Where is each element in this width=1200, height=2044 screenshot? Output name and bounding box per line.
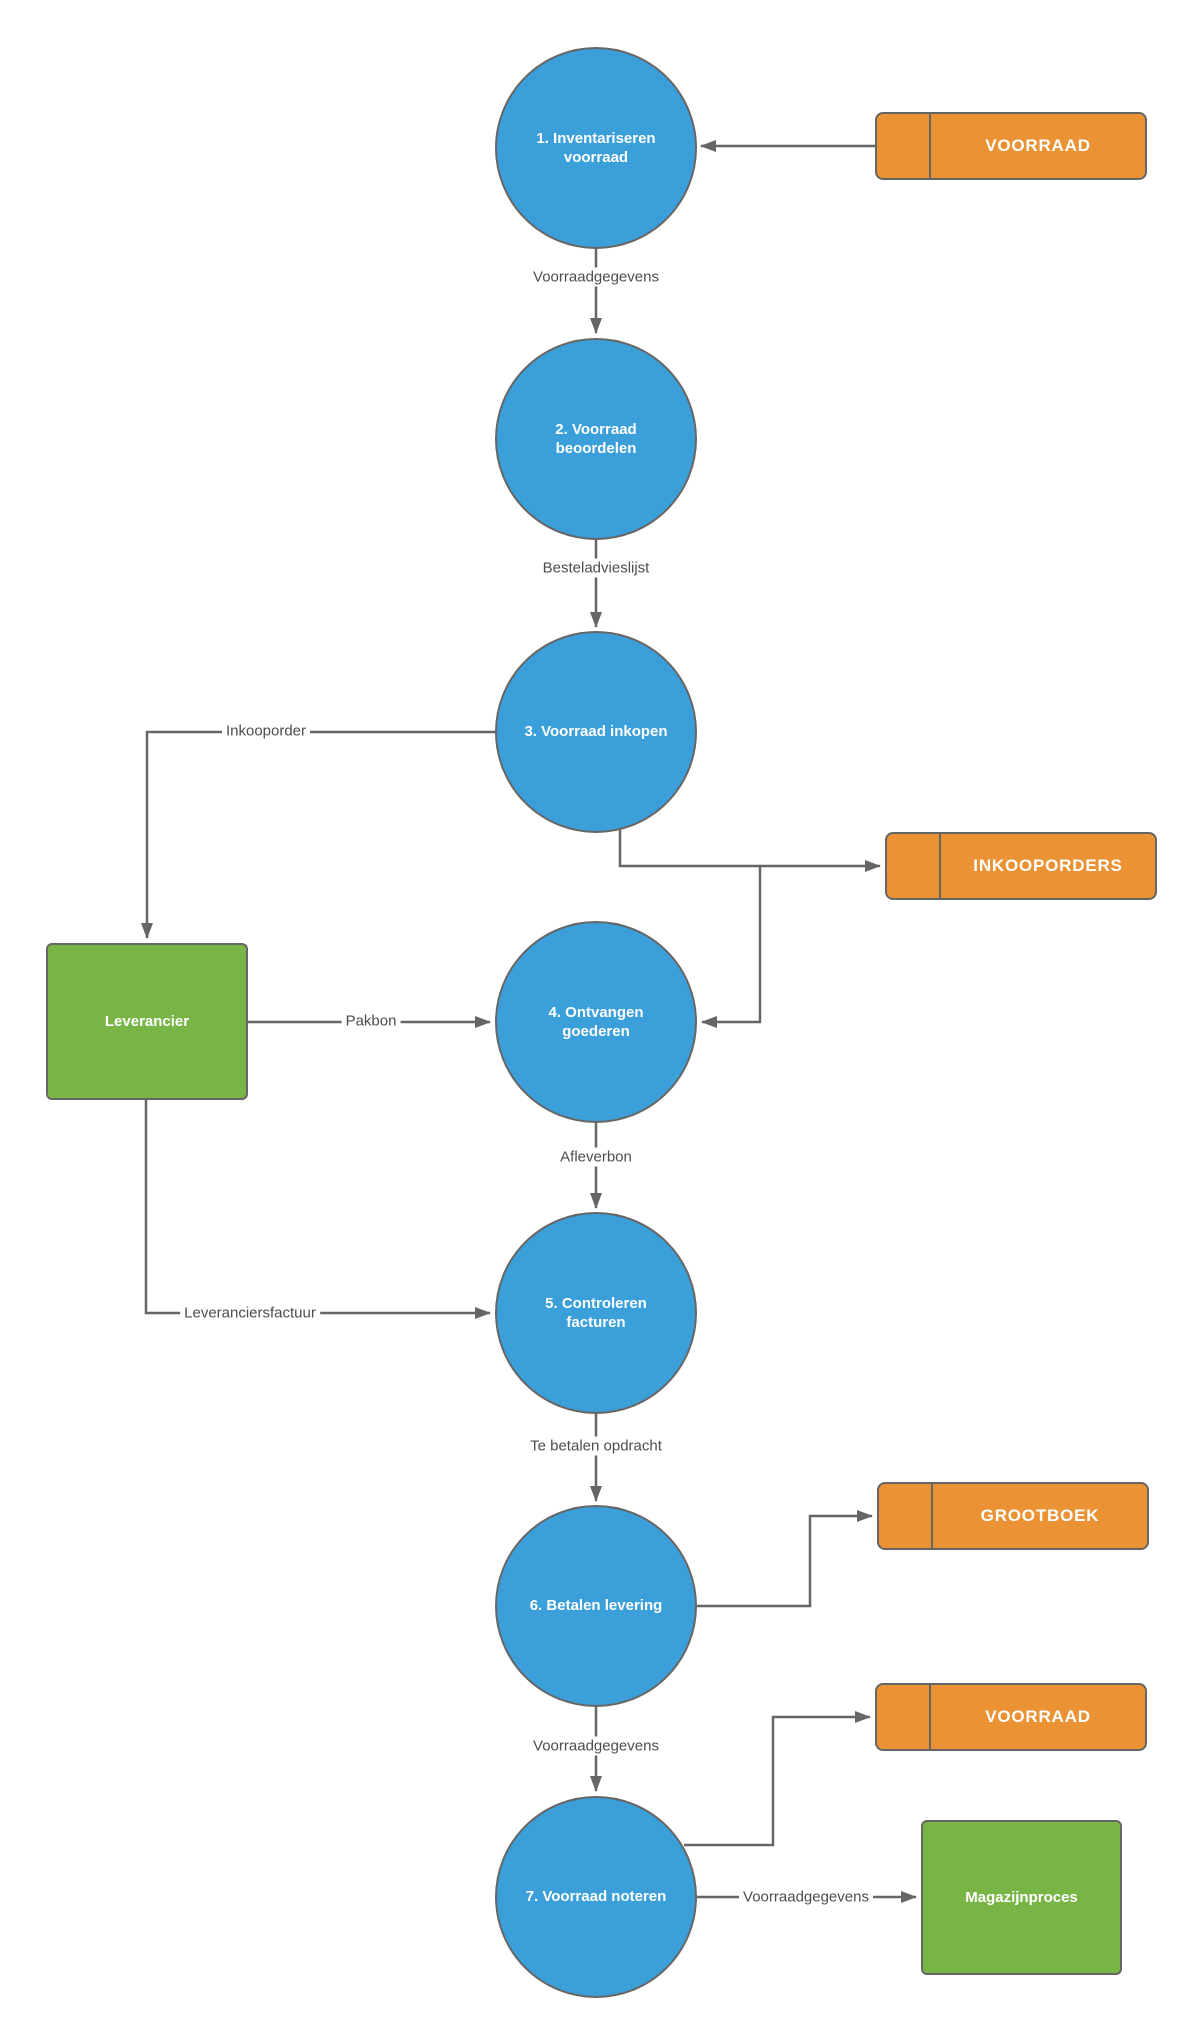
flow-label-pakbon[interactable]: Pakbon [341,1011,401,1031]
process-7-voorraad-noteren[interactable]: 7. Voorraad noteren [495,1796,697,1998]
datastore-inkooporders[interactable]: INKOOPORDERS [885,832,1157,900]
flow-label-leveranciersfactuur[interactable]: Leveranciersfactuur [180,1303,320,1323]
datastore-label: VOORRAAD [985,1707,1091,1726]
flow-noteren-to-voorraad[interactable] [684,1711,871,1847]
process-6-betalen-levering[interactable]: 6. Betalen levering [495,1505,697,1707]
entity-magazijnproces[interactable]: Magazijnproces [921,1820,1122,1975]
entity-label: Magazijnproces [965,1889,1078,1906]
flow-label-voorraadgegevens-1[interactable]: Voorraadgegevens [529,267,663,287]
flow-inkopen-to-leverancier[interactable] [141,730,495,939]
datastore-divider [929,114,931,178]
flow-inkooporders-to-ontvangen[interactable] [701,866,762,1028]
process-label: 5. Controleren facturen [545,1294,647,1332]
entity-leverancier[interactable]: Leverancier [46,943,248,1100]
process-label: 3. Voorraad inkopen [524,723,668,741]
flow-label-inkooporder[interactable]: Inkooporder [221,721,311,741]
flow-label-voorraadgegevens-2[interactable]: Voorraadgegevens [529,1736,663,1756]
datastore-grootboek[interactable]: GROOTBOEK [877,1482,1149,1550]
flow-label-te-betalen-opdracht[interactable]: Te betalen opdracht [526,1436,666,1456]
process-5-controleren-facturen[interactable]: 5. Controleren facturen [495,1212,697,1414]
process-label: 4. Ontvangen goederen [548,1003,644,1041]
flow-label-afleverbon[interactable]: Afleverbon [556,1147,636,1167]
process-1-inventariseren-voorraad[interactable]: 1. Inventariseren voorraad [495,47,697,249]
entity-label: Leverancier [104,1013,190,1030]
datastore-voorraad-bottom[interactable]: VOORRAAD [875,1683,1147,1751]
flow-betalen-to-grootboek[interactable] [697,1510,873,1608]
flow-label-besteladvieslijst[interactable]: Besteladvieslijst [538,558,654,578]
flow-leverancier-to-controleren[interactable] [144,1100,491,1319]
process-label: 7. Voorraad noteren [525,1888,667,1906]
datastore-voorraad-top[interactable]: VOORRAAD [875,112,1147,180]
datastore-divider [931,1484,933,1548]
datastore-label: INKOOPORDERS [973,856,1123,875]
datastore-divider [939,834,941,898]
process-2-voorraad-beoordelen[interactable]: 2. Voorraad beoordelen [495,338,697,540]
process-label: 2. Voorraad beoordelen [555,420,637,458]
flow-label-voorraadgegevens-3[interactable]: Voorraadgegevens [739,1887,873,1907]
process-4-ontvangen-goederen[interactable]: 4. Ontvangen goederen [495,921,697,1123]
datastore-label: VOORRAAD [985,136,1091,155]
flow-inkopen-to-inkooporders[interactable] [618,830,881,872]
process-3-voorraad-inkopen[interactable]: 3. Voorraad inkopen [495,631,697,833]
process-label: 6. Betalen levering [529,1597,663,1615]
process-label: 1. Inventariseren voorraad [536,129,656,167]
datastore-divider [929,1685,931,1749]
datastore-label: GROOTBOEK [980,1506,1100,1525]
